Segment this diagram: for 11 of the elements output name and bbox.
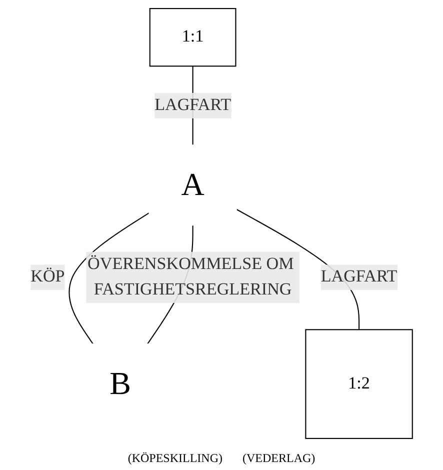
- node-box: 1:1: [149, 8, 236, 67]
- note-text: (KÖPESKILLING): [128, 451, 222, 466]
- node-text: A: [181, 167, 204, 203]
- connector: [68, 212, 150, 344]
- edge-label: LAGFART: [154, 96, 232, 114]
- edge-label: LAGFART: [320, 268, 398, 286]
- note-text: (VEDERLAG): [242, 451, 316, 466]
- node-box: 1:2: [305, 329, 413, 439]
- edge-label: ÖVERENSKOMMELSE OM FASTIGHETSREGLERING: [88, 254, 294, 299]
- node-text: B: [110, 366, 131, 402]
- edge-label: KÖP: [30, 268, 65, 286]
